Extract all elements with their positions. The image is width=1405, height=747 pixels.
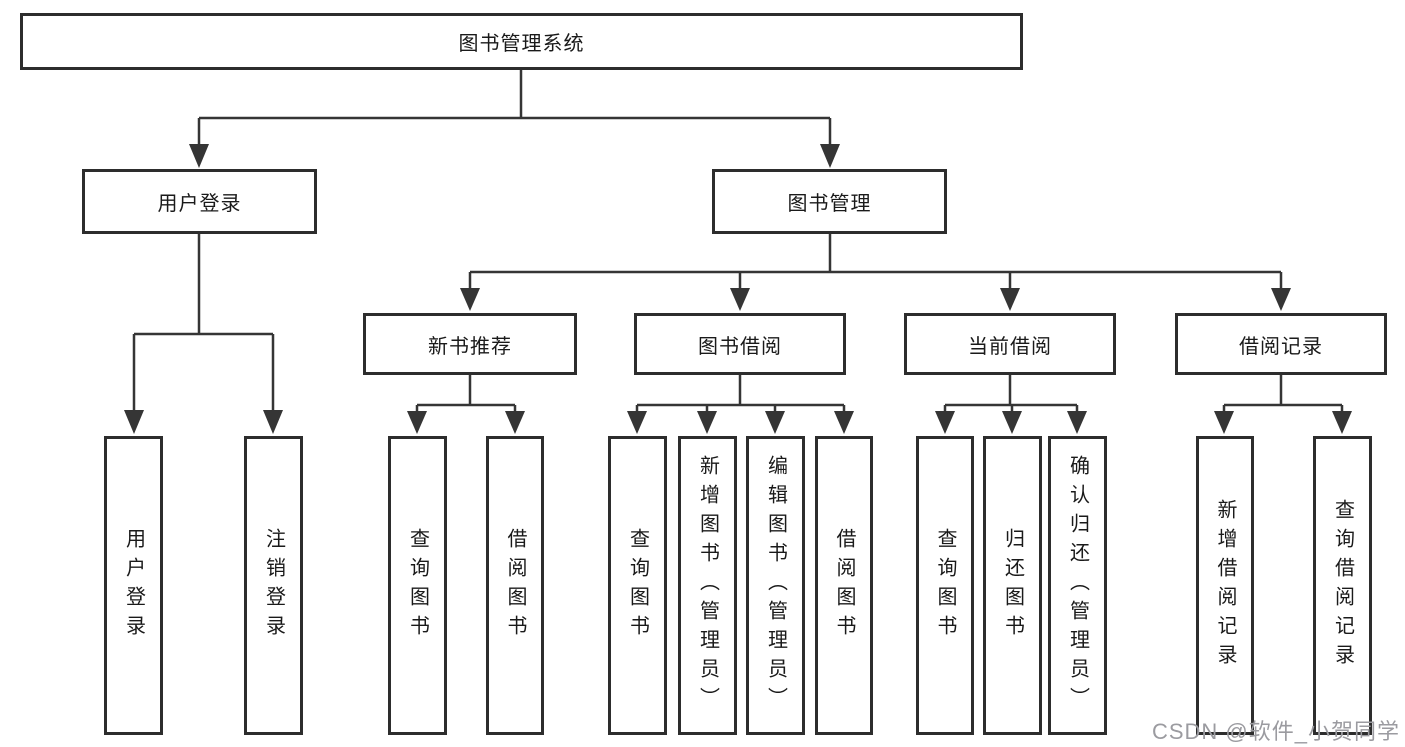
node-book-borrow-label: 图书借阅 [698, 335, 782, 358]
node-book-management: 图书管理 [712, 169, 947, 234]
leaf-borrow-books-label: 借阅图书 [833, 527, 855, 644]
leaf-return-book: 归还图书 [983, 436, 1042, 735]
node-book-management-label: 图书管理 [787, 193, 872, 215]
leaf-query-books-recommend-label: 查询图书 [406, 527, 429, 644]
leaf-borrow-books-recommend-label: 借阅图书 [504, 527, 526, 644]
leaf-edit-book-admin: 编辑图书（管理员） [746, 436, 805, 735]
leaf-add-borrow-record-label: 新增借阅记录 [1214, 498, 1236, 673]
leaf-logout-label: 注销登录 [262, 527, 285, 644]
leaf-add-book-admin-label: 新增图书（管理员） [696, 455, 719, 716]
leaf-return-book-label: 归还图书 [1001, 527, 1024, 644]
node-new-book-recommend-label: 新书推荐 [428, 335, 512, 358]
node-book-borrow: 图书借阅 [634, 313, 846, 375]
leaf-logout: 注销登录 [244, 436, 303, 735]
leaf-confirm-return-admin-label: 确认归还（管理员） [1066, 455, 1089, 716]
leaf-confirm-return-admin: 确认归还（管理员） [1048, 436, 1107, 735]
leaf-query-books-borrow-label: 查询图书 [626, 527, 649, 644]
node-new-book-recommend: 新书推荐 [363, 313, 577, 375]
node-current-borrow: 当前借阅 [904, 313, 1116, 375]
csdn-watermark: CSDN @软件_小贺同学 [1151, 719, 1400, 744]
node-current-borrow-label: 当前借阅 [968, 335, 1052, 358]
leaf-borrow-books: 借阅图书 [815, 436, 873, 735]
leaf-query-borrow-record: 查询借阅记录 [1313, 436, 1372, 735]
node-user-login-label: 用户登录 [157, 193, 242, 215]
leaf-query-books-current-label: 查询图书 [934, 527, 956, 644]
arrowheads [124, 144, 1352, 434]
node-user-login: 用户登录 [82, 169, 317, 234]
leaf-add-borrow-record: 新增借阅记录 [1196, 436, 1254, 735]
leaf-query-books-current: 查询图书 [916, 436, 974, 735]
leaf-user-login: 用户登录 [104, 436, 163, 735]
leaf-add-book-admin: 新增图书（管理员） [678, 436, 737, 735]
leaf-edit-book-admin-label: 编辑图书（管理员） [764, 455, 787, 716]
leaf-borrow-books-recommend: 借阅图书 [486, 436, 544, 735]
leaf-user-login-label: 用户登录 [122, 527, 145, 644]
node-library-system-label: 图书管理系统 [458, 33, 585, 55]
leaf-query-borrow-record-label: 查询借阅记录 [1331, 498, 1354, 673]
node-library-system: 图书管理系统 [20, 13, 1023, 70]
leaf-query-books-recommend: 查询图书 [388, 436, 447, 735]
leaf-query-books-borrow: 查询图书 [608, 436, 667, 735]
node-borrow-records-label: 借阅记录 [1239, 335, 1323, 358]
node-borrow-records: 借阅记录 [1175, 313, 1387, 375]
